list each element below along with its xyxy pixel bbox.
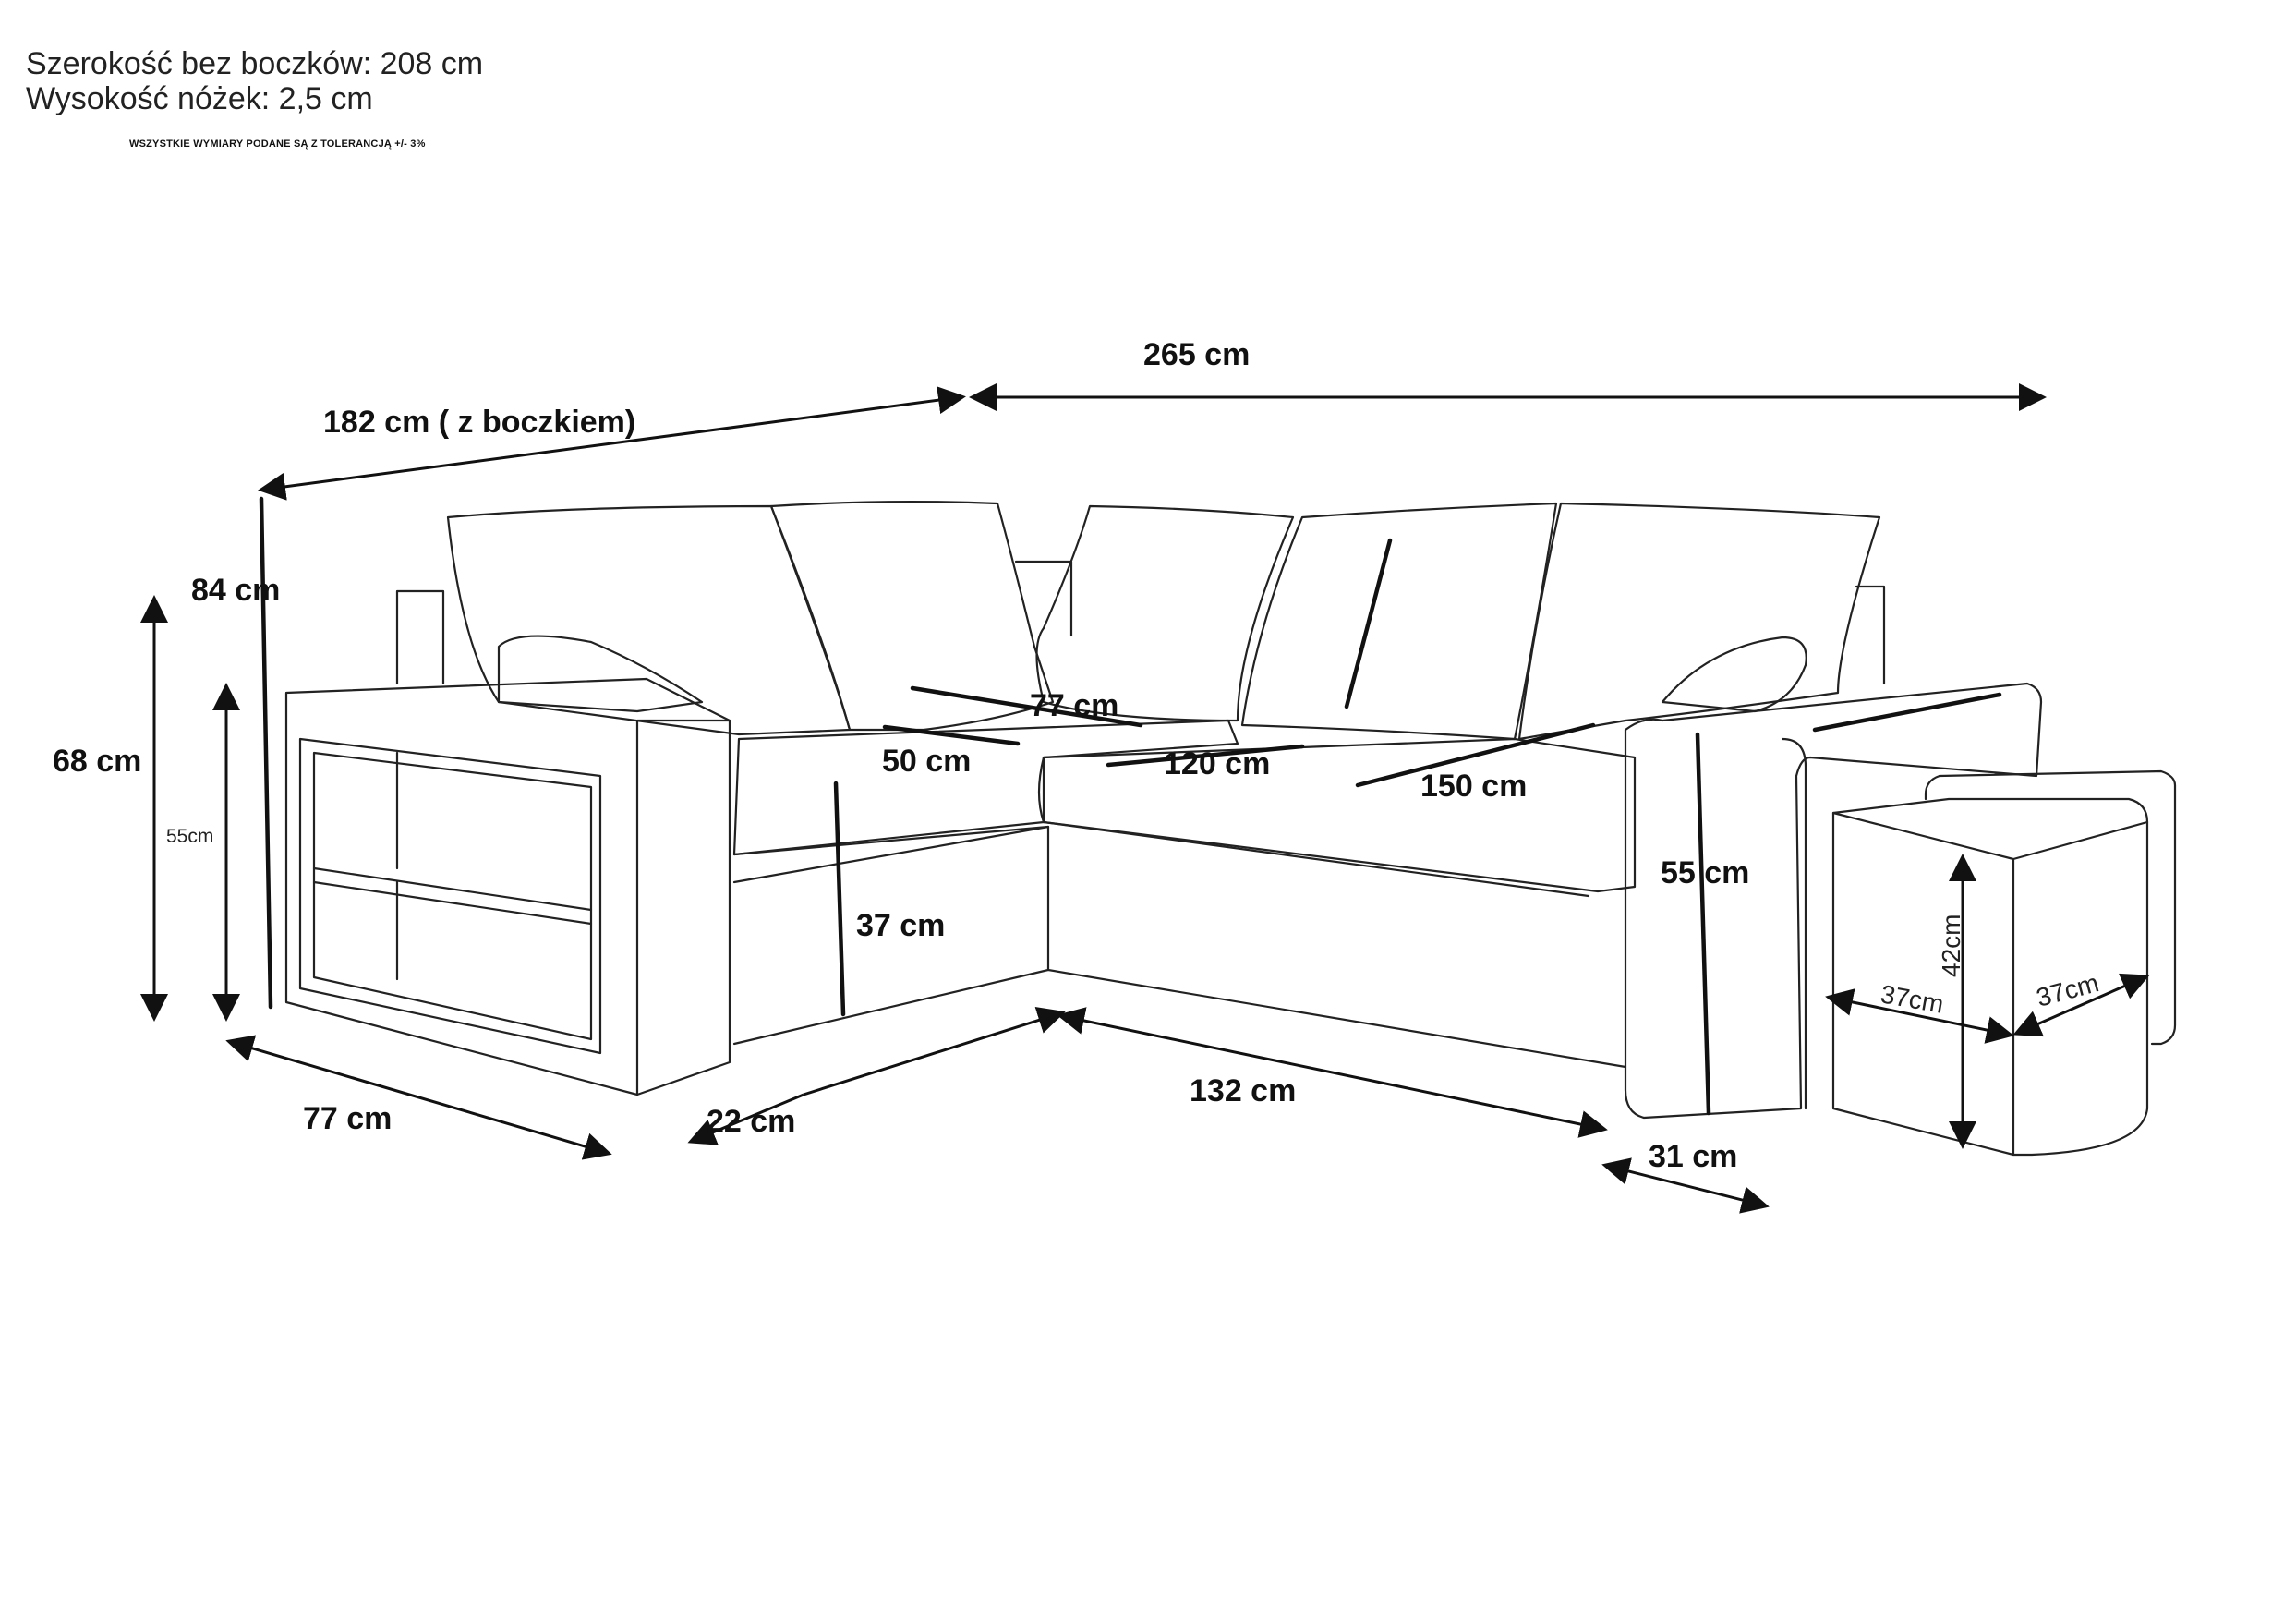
label-side-length: 182 cm ( z boczkiem) (323, 405, 635, 440)
label-seat-length: 150 cm (1420, 769, 1527, 804)
label-corner-gap: 22 cm (707, 1104, 795, 1139)
sofa-outline (284, 500, 2177, 1157)
label-arm-width: 31 cm (1649, 1139, 1737, 1174)
label-pouf-width: 37cm (1879, 979, 1946, 1018)
spec-leg-height: Wysokość nóżek: 2,5 cm (26, 81, 373, 116)
label-seat-depth-top: 77 cm (1030, 688, 1118, 723)
label-front-length: 132 cm (1190, 1073, 1296, 1108)
label-seat-depth-mid: 120 cm (1164, 746, 1270, 781)
label-seat-depth-left: 50 cm (882, 744, 971, 779)
tolerance-note: WSZYSTKIE WYMIARY PODANE SĄ Z TOLERANCJĄ… (129, 139, 426, 150)
dimension-lines (140, 383, 2150, 1214)
label-total-width: 265 cm (1143, 337, 1250, 372)
label-shelf-height: 55cm (166, 826, 213, 847)
label-seat-height: 37 cm (856, 908, 945, 943)
label-back-height: 84 cm (191, 573, 280, 608)
label-pouf-height: 42cm (1937, 914, 1965, 977)
label-chaise-depth: 77 cm (303, 1101, 392, 1136)
label-armrest-height: 68 cm (53, 744, 141, 779)
label-pouf-depth: 37cm (2034, 968, 2102, 1012)
label-right-arm-height: 55 cm (1661, 855, 1749, 890)
spec-width-without-armrests: Szerokość bez boczków: 208 cm (26, 46, 484, 81)
